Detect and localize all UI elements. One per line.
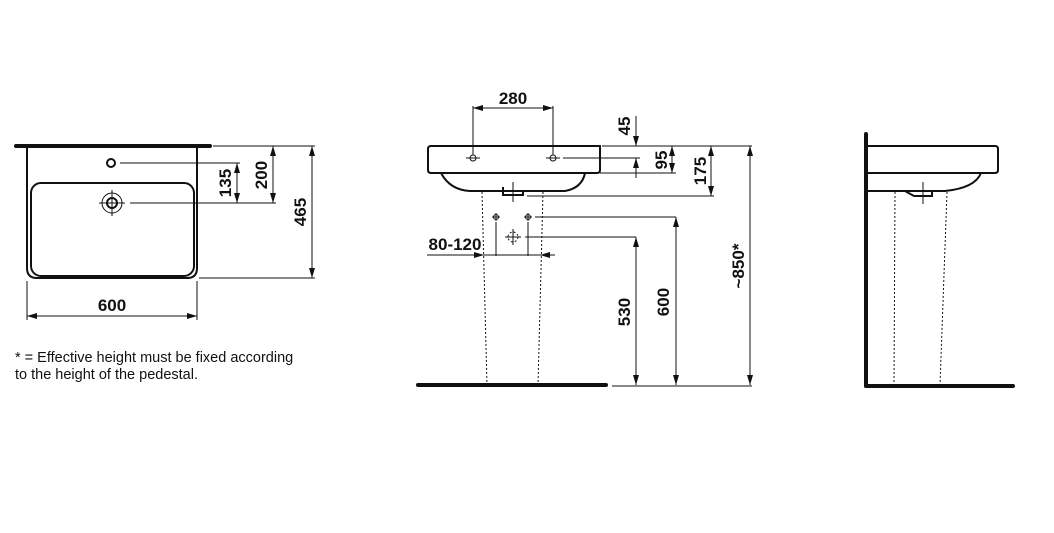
depth-label: 465 xyxy=(291,198,310,226)
basin-underside xyxy=(440,172,586,192)
basin-bowl xyxy=(30,182,195,277)
supply-hole-icon xyxy=(492,213,500,221)
tap-to-drain-label: 135 xyxy=(216,169,235,197)
hole-spacing-label: 280 xyxy=(499,89,527,108)
basin-underside xyxy=(868,172,982,192)
total-height-label: ~850* xyxy=(729,243,748,288)
edge-to-drain-label: 200 xyxy=(252,161,271,189)
top-view: 600 135 200 465 xyxy=(14,144,315,320)
footnote-line-1: * = Effective height must be fixed accor… xyxy=(15,350,294,366)
width-label: 600 xyxy=(98,296,126,315)
waste-height-label: 530 xyxy=(615,298,634,326)
front-elevation: 280 45 95 175 ~850* 80-120 600 530 xyxy=(416,89,753,387)
supply-height-label: 600 xyxy=(654,288,673,316)
basin-rim xyxy=(868,145,999,174)
waste-hole-icon xyxy=(505,229,521,245)
basin-height-label: 175 xyxy=(691,157,710,185)
tap-hole-icon xyxy=(546,154,560,162)
supply-hole-icon xyxy=(524,213,532,221)
basin-outline xyxy=(26,147,198,279)
basin-rim xyxy=(427,145,601,174)
tap-hole-icon xyxy=(106,158,116,168)
pedestal-outline xyxy=(481,191,488,386)
hole-from-top-label: 45 xyxy=(615,117,634,136)
side-elevation xyxy=(864,132,1015,388)
footnote-line-2: to the height of the pedestal. xyxy=(15,367,198,383)
pedestal-width-label: 80-120 xyxy=(429,235,482,254)
tap-hole-icon xyxy=(466,154,480,162)
footnote: * = Effective height must be fixed accor… xyxy=(15,350,293,384)
rim-height-label: 95 xyxy=(652,151,671,170)
pedestal-outline xyxy=(893,191,896,386)
